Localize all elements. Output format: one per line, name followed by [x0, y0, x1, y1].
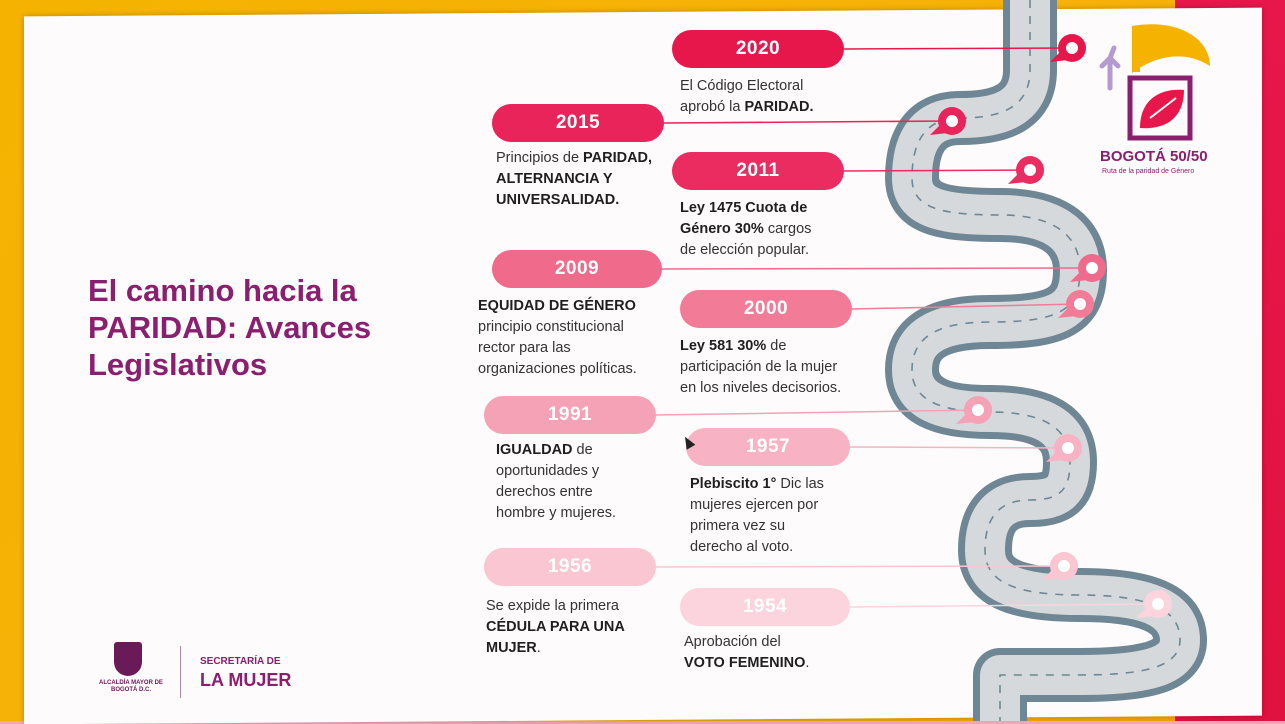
- description-line: rector para las: [478, 340, 571, 356]
- year-pill-2000: 2000: [680, 290, 852, 328]
- description-line: oportunidades y: [496, 463, 600, 479]
- description-line: Aprobación del: [684, 634, 781, 650]
- description-line: mujeres ejercen por: [690, 497, 819, 513]
- map-pin-icon-2020: [1050, 34, 1086, 62]
- milestone-description-2000: Ley 581 30% de participación de la mujer e…: [680, 336, 841, 399]
- title-line: Legislativos: [88, 347, 268, 382]
- description-line: ALTERNANCIA Y: [496, 171, 613, 187]
- milestone-description-2009: EQUIDAD DE GÉNERO principio constituciona…: [478, 296, 637, 380]
- map-pin-icon-2015: [930, 107, 966, 135]
- year-pill-1991: 1991: [484, 396, 656, 434]
- bogota-5050-tagline: Ruta de la paridad de Género: [1102, 168, 1195, 175]
- description-line: organizaciones políticas.: [478, 361, 637, 377]
- description-line: Género 30% cargos: [680, 221, 812, 237]
- map-pin-icon-1991: [956, 396, 992, 424]
- year-pill-2015: 2015: [492, 104, 664, 142]
- description-line: Principios de PARIDAD,: [496, 150, 653, 166]
- map-pin-icon-1954: [1136, 590, 1172, 618]
- description-line: El Código Electoral: [680, 78, 804, 94]
- connector-line-2020: [843, 47, 1073, 50]
- bogota-5050-brand: BOGOTÁ 50/50: [1100, 148, 1208, 165]
- crest-caption: ALCALDÍA MAYOR DE BOGOTÁ D.C.: [99, 680, 163, 693]
- connector-line-1991: [655, 409, 979, 416]
- description-line: hombre y mujeres.: [496, 505, 617, 521]
- milestone-description-2015: Principios de PARIDAD, ALTERNANCIA Y UNIVE…: [496, 148, 652, 211]
- connector-line-2015: [663, 120, 953, 124]
- map-pin-icon-2000: [1058, 290, 1094, 318]
- map-pin-icon-2009: [1070, 254, 1106, 282]
- secretaria-label: SECRETARÍA DE: [200, 656, 281, 667]
- connector-line-1957: [849, 446, 1069, 449]
- description-line: aprobó la PARIDAD.: [680, 99, 814, 115]
- map-pin-icon-1956: [1042, 552, 1078, 580]
- year-pill-2011: 2011: [672, 152, 844, 190]
- connector-line-2000: [851, 303, 1081, 310]
- description-line: Se expide la primera: [486, 598, 619, 614]
- road-center-line: [911, 0, 1181, 721]
- milestone-description-1991: IGUALDAD de oportunidades y derechos entre…: [496, 440, 616, 524]
- description-line: principio constitucional: [478, 319, 624, 335]
- title-line: El camino hacia la: [88, 273, 357, 308]
- year-pill-1956: 1956: [484, 548, 656, 586]
- year-pill-2020: 2020: [672, 30, 844, 68]
- bogota-crest-icon: [114, 642, 142, 676]
- description-line: Plebiscito 1° Dic las: [690, 476, 824, 492]
- milestone-description-2011: Ley 1475 Cuota de Género 30% cargos de ele…: [680, 198, 811, 261]
- description-line: Ley 581 30% de: [680, 338, 787, 354]
- description-line: primera vez su: [690, 518, 786, 534]
- connector-line-1956: [655, 565, 1065, 568]
- connector-line-1954: [849, 603, 1159, 608]
- la-mujer-label: LA MUJER: [200, 670, 292, 690]
- description-line: de elección popular.: [680, 242, 809, 258]
- description-line: Ley 1475 Cuota de: [680, 200, 808, 216]
- description-line: derecho al voto.: [690, 539, 794, 555]
- connector-line-2009: [661, 267, 1093, 270]
- description-line: derechos entre: [496, 484, 593, 500]
- logo-divider: [180, 646, 181, 698]
- year-pill-1954: 1954: [680, 588, 850, 626]
- timeline-pins: [930, 34, 1172, 618]
- description-line: en los niveles decisorios.: [680, 380, 842, 396]
- year-pill-2009: 2009: [492, 250, 662, 288]
- bogota-5050-emblem-icon: [1099, 24, 1210, 141]
- timeline-connectors: [655, 47, 1159, 608]
- milestone-description-1957: Plebiscito 1° Dic las mujeres ejercen por…: [690, 474, 824, 558]
- map-pin-icon-2011: [1008, 156, 1044, 184]
- year-pill-1957: 1957: [686, 428, 850, 466]
- description-line: MUJER.: [486, 640, 541, 656]
- description-line: IGUALDAD de: [496, 442, 593, 458]
- slide-title: El camino hacia la PARIDAD: Avances Legi…: [88, 272, 408, 383]
- map-pin-icon-1957: [1046, 434, 1082, 462]
- description-line: CÉDULA PARA UNA: [486, 619, 625, 635]
- description-line: VOTO FEMENINO.: [684, 655, 810, 671]
- title-line: PARIDAD: Avances: [88, 310, 372, 345]
- description-line: UNIVERSALIDAD.: [496, 192, 620, 208]
- description-line: participación de la mujer: [680, 359, 838, 375]
- description-line: EQUIDAD DE GÉNERO: [478, 298, 636, 314]
- milestone-description-2020: El Código Electoral aprobó la PARIDAD.: [680, 76, 814, 118]
- connector-line-2011: [843, 169, 1031, 172]
- bogota-5050-logo: BOGOTÁ 50/50 Ruta de la paridad de Géner…: [1092, 18, 1222, 188]
